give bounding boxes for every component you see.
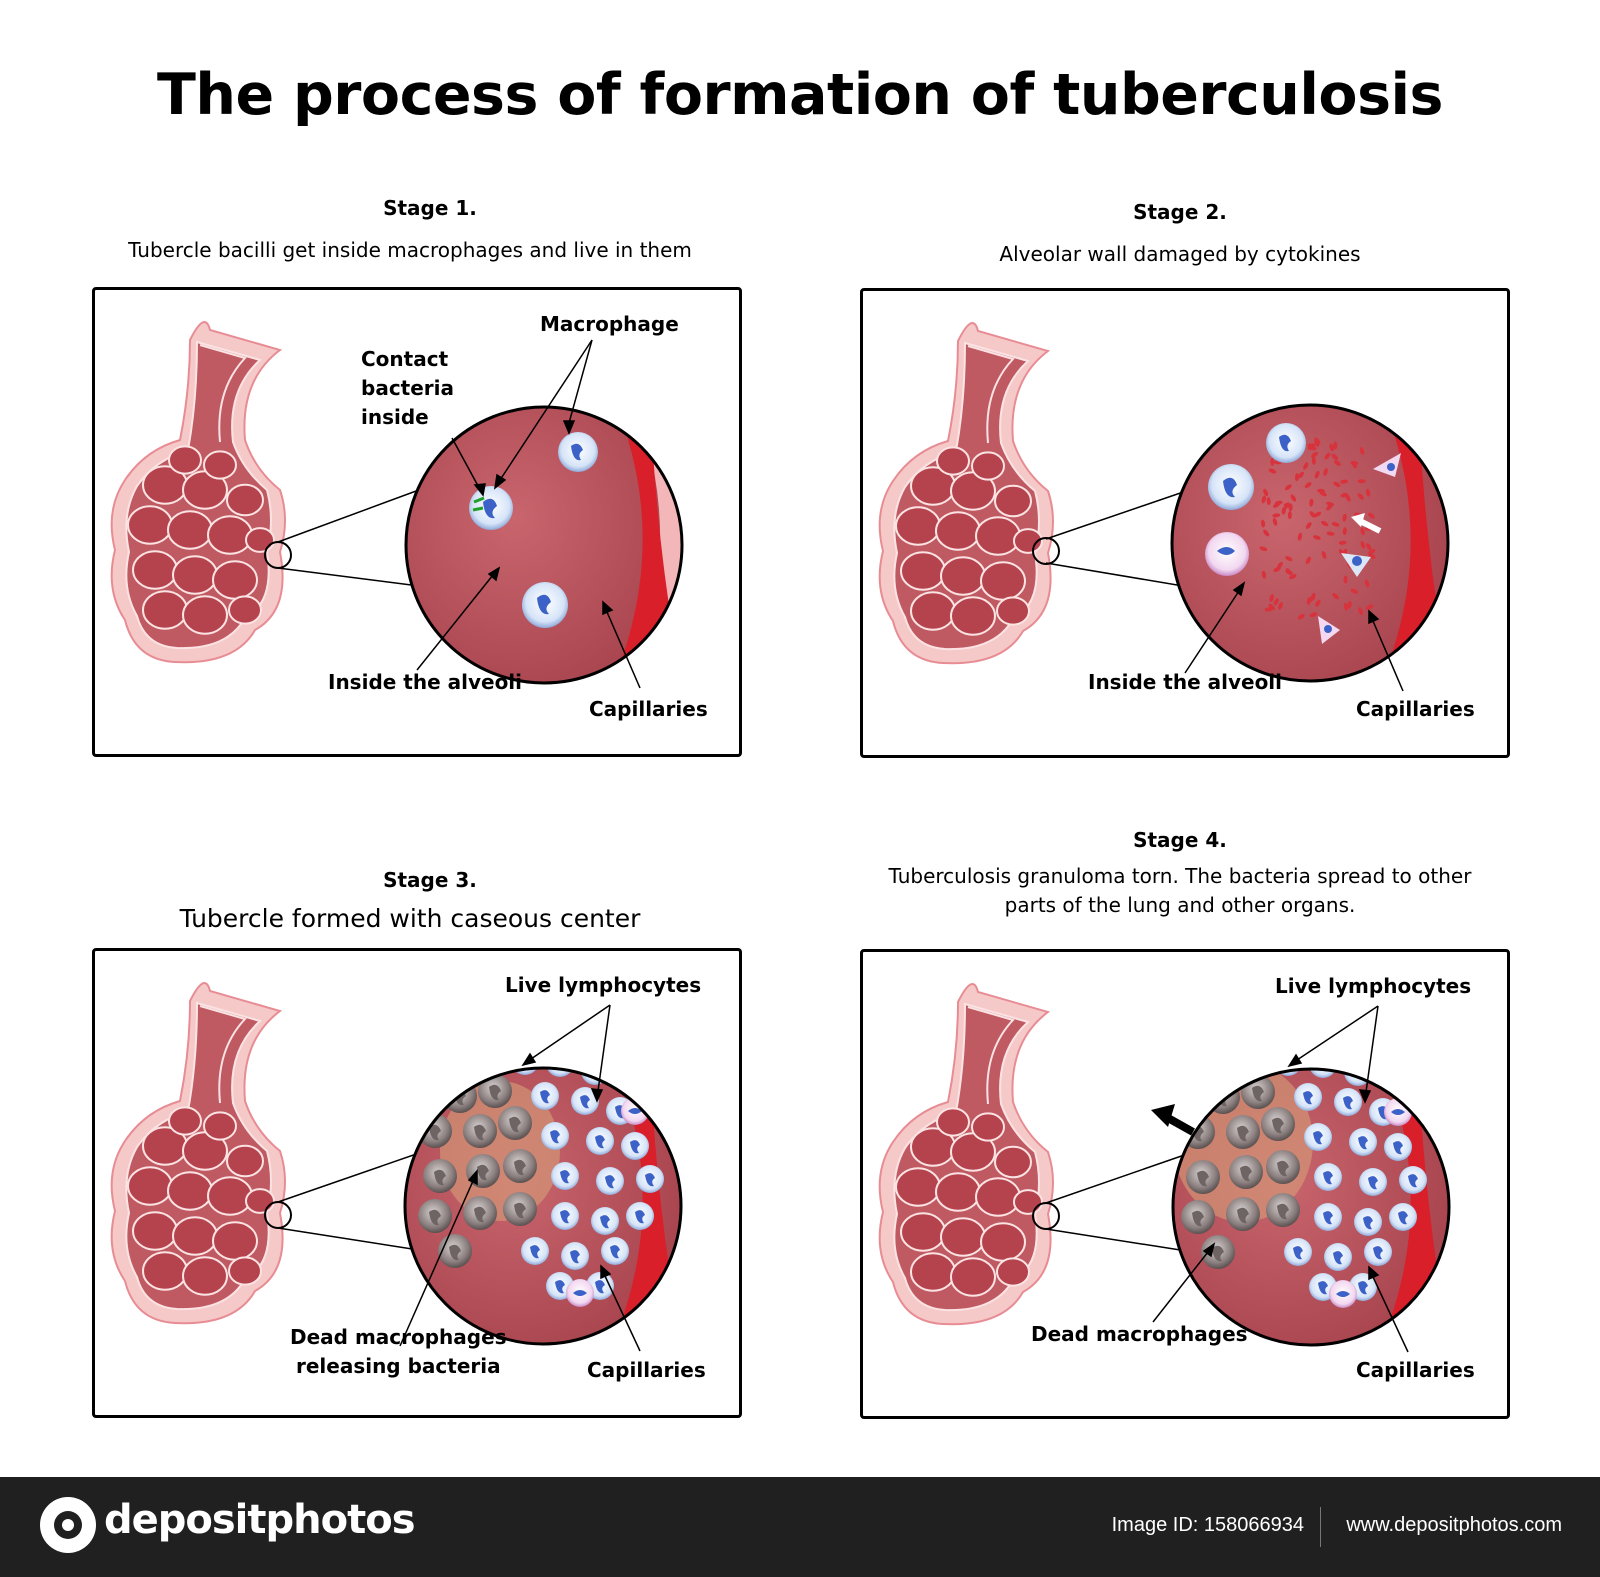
page-title: The process of formation of tuberculosis	[157, 62, 1443, 128]
zoom-circle	[403, 1066, 683, 1346]
alveolar-sac	[878, 983, 1054, 1326]
stage-2-label: Stage 2.	[1133, 200, 1227, 224]
stage-1-contact-label: Contact bacteria inside	[361, 347, 455, 429]
stage-1-capillaries-label: Capillaries	[589, 697, 708, 721]
camera-logo-icon	[40, 1497, 96, 1553]
website-link[interactable]: www.depositphotos.com	[1346, 1514, 1562, 1536]
stage-3-panel: Live lymphocytes Dead macrophages releas…	[92, 948, 742, 1418]
stage-2-capillaries-label: Capillaries	[1356, 697, 1475, 721]
stage-3-capillaries-label: Capillaries	[587, 1358, 706, 1382]
image-id: Image ID: 158066934	[1111, 1514, 1304, 1536]
zoom-lines	[1032, 487, 1196, 589]
macrophage-cells	[1205, 423, 1401, 644]
alveolar-sac	[878, 322, 1054, 665]
pointer-arrows	[416, 339, 641, 689]
stage-1-illustration	[110, 321, 684, 689]
stage-4-capillaries-label: Capillaries	[1356, 1358, 1475, 1382]
zoom-circle	[404, 405, 684, 685]
stage-3-dead-label: Dead macrophages releasing bacteria	[290, 1325, 507, 1378]
macrophage-cells	[469, 432, 598, 628]
zoom-lines	[1032, 1151, 1194, 1253]
stage-4-illustration	[878, 983, 1451, 1353]
white-arrow	[1351, 513, 1382, 534]
footer-bar: depositphotos Image ID: 158066934 www.de…	[0, 1477, 1600, 1577]
stage-4-description: Tuberculosis granuloma torn. The bacteri…	[888, 864, 1472, 917]
stage-3-lymphocytes-label: Live lymphocytes	[505, 973, 702, 997]
zoom-lines	[264, 486, 428, 588]
stage-2-inside-label: Inside the alveoli	[1088, 670, 1283, 694]
stage-4-lymphocytes-label: Live lymphocytes	[1275, 974, 1472, 998]
stage-2-illustration	[878, 322, 1450, 692]
pointer-arrows	[399, 1004, 641, 1352]
stage-3-illustration	[110, 982, 683, 1352]
stage-1-macrophage-label: Macrophage	[540, 312, 679, 336]
spread-arrow	[1151, 1104, 1195, 1136]
pointer-arrows	[1152, 1005, 1409, 1353]
footer-divider	[1320, 1507, 1321, 1547]
stage-1-description: Tubercle bacilli get inside macrophages …	[128, 238, 692, 262]
alveolar-sac	[110, 982, 286, 1325]
stage-3-label: Stage 3.	[383, 868, 477, 892]
stage-2-description: Alveolar wall damaged by cytokines	[999, 242, 1361, 266]
stage-2-panel: Inside the alveoli Capillaries	[860, 288, 1510, 758]
alveolar-sac	[110, 321, 286, 664]
zoom-lines	[264, 1150, 426, 1252]
stage-1-inside-label: Inside the alveoli	[328, 670, 523, 694]
brand-logo: depositphotos	[104, 1497, 416, 1543]
zoom-circle	[1171, 1067, 1451, 1347]
stage-4-panel: Live lymphocytes Dead macrophages Capill…	[860, 949, 1510, 1419]
pointer-arrows	[1184, 581, 1404, 692]
stage-1-label: Stage 1.	[383, 196, 477, 220]
stage-3-description: Tubercle formed with caseous center	[179, 904, 641, 933]
stage-4-label: Stage 4.	[1133, 828, 1227, 852]
stage-1-panel: Contact bacteria inside Macrophage Insid…	[92, 287, 742, 757]
stage-4-dead-label: Dead macrophages	[1031, 1322, 1248, 1346]
